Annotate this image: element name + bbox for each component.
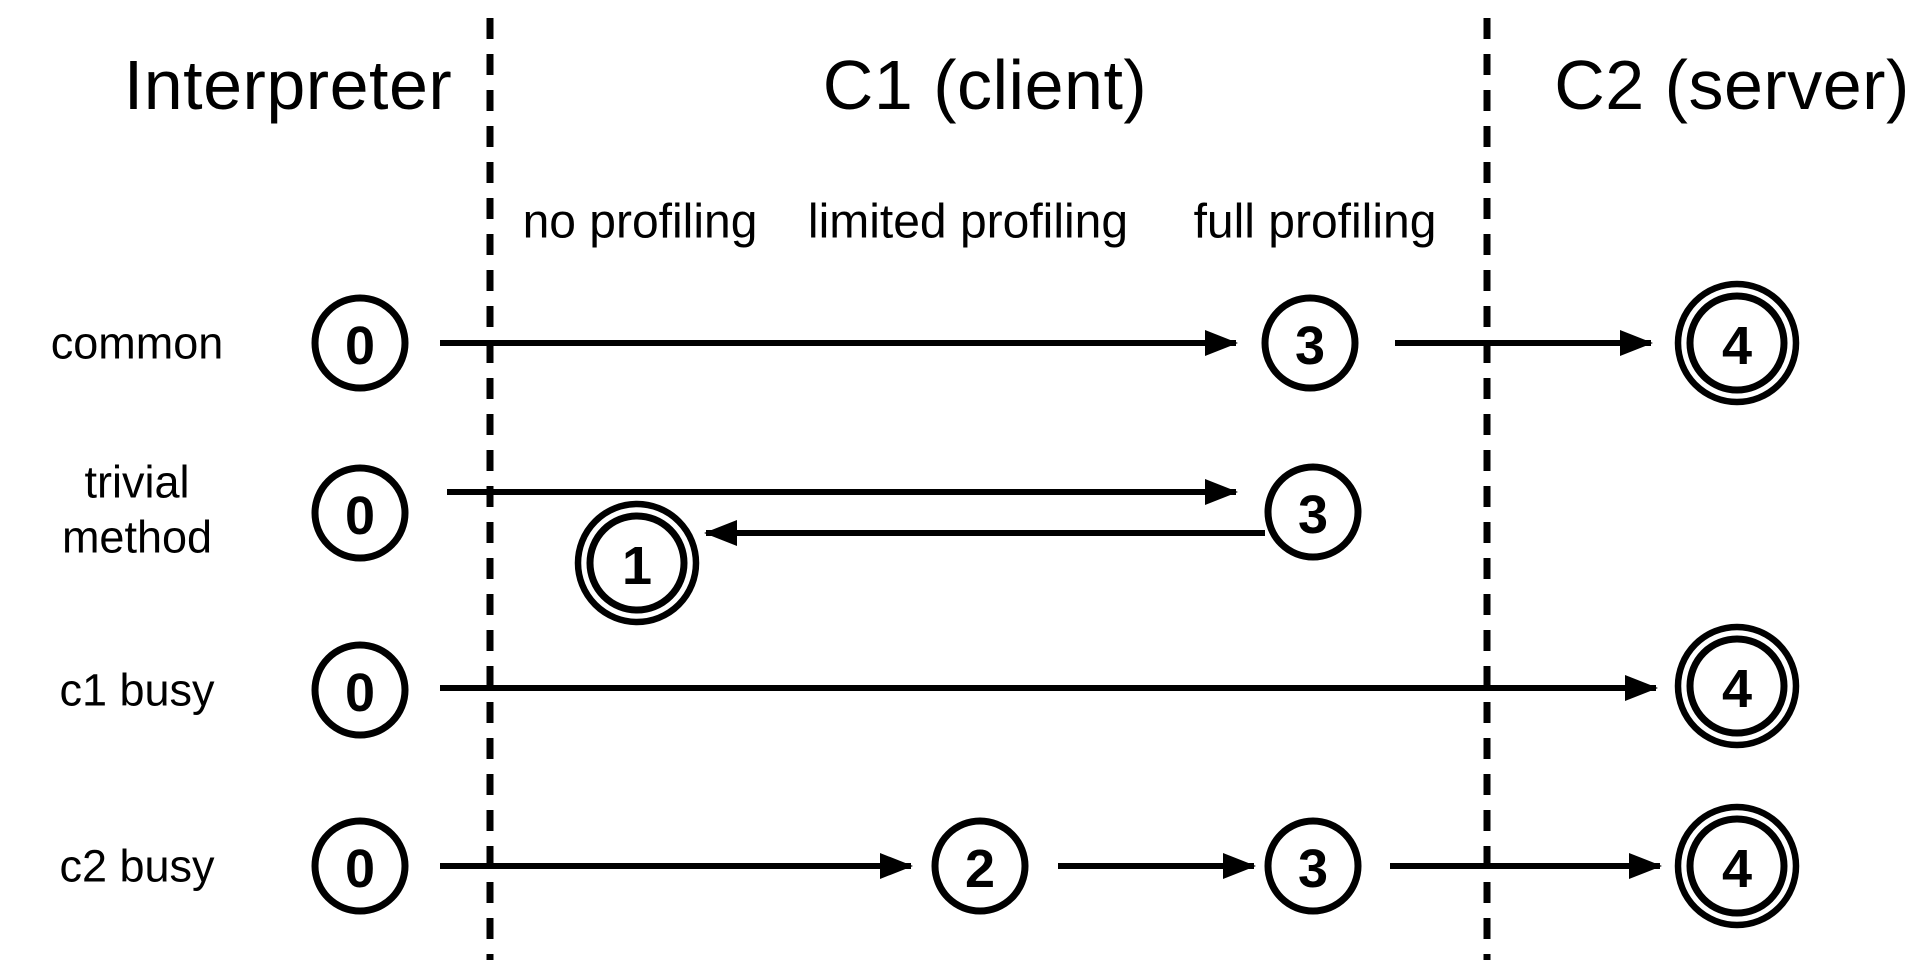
lane-title-c1: C1 (client) xyxy=(823,46,1147,124)
node-c2busy-4-label: 4 xyxy=(1722,839,1752,899)
node-common-3-circle xyxy=(1261,294,1359,392)
row-trivial-method: trivial method 0 3 1 xyxy=(62,457,1362,626)
node-trivial-0-label: 0 xyxy=(345,486,375,546)
node-trivial-1-final-ring xyxy=(574,500,700,626)
row-label-c2-busy: c2 busy xyxy=(59,841,215,892)
node-trivial-0-circle xyxy=(311,464,409,562)
node-c1busy-4-label: 4 xyxy=(1722,659,1752,719)
row-c2-busy: c2 busy 0 2 3 4 xyxy=(59,803,1800,929)
node-trivial-3-circle xyxy=(1264,463,1362,561)
node-common-0-circle xyxy=(311,294,409,392)
lane-title-c2: C2 (server) xyxy=(1554,46,1910,124)
phase-label-no-profiling: no profiling xyxy=(523,196,758,249)
node-common-3-label: 3 xyxy=(1295,316,1325,376)
node-common-4-circle xyxy=(1686,292,1788,394)
node-common-4-final-ring xyxy=(1674,280,1800,406)
row-common: common 0 3 4 xyxy=(51,280,1800,406)
row-label-trivial-line1: trivial xyxy=(84,457,189,508)
node-c2busy-0-circle xyxy=(311,817,409,915)
node-c2busy-3-label: 3 xyxy=(1298,839,1328,899)
node-c1busy-0-circle xyxy=(311,641,409,739)
node-c2busy-4-circle xyxy=(1686,815,1788,917)
lane-title-interpreter: Interpreter xyxy=(124,46,452,124)
row-label-common: common xyxy=(51,318,224,369)
row-c1-busy: c1 busy 0 4 xyxy=(59,623,1800,749)
node-trivial-1-circle xyxy=(586,512,688,614)
node-c2busy-0-label: 0 xyxy=(345,839,375,899)
node-common-0-label: 0 xyxy=(345,316,375,376)
node-c2busy-2-label: 2 xyxy=(965,839,995,899)
node-common-4-label: 4 xyxy=(1722,316,1752,376)
node-c2busy-3-circle xyxy=(1264,817,1362,915)
phase-label-limited-profiling: limited profiling xyxy=(808,196,1128,249)
node-c1busy-0-label: 0 xyxy=(345,663,375,723)
row-label-c1-busy: c1 busy xyxy=(59,665,215,716)
node-c1busy-4-circle xyxy=(1686,635,1788,737)
node-trivial-1-label: 1 xyxy=(622,536,652,596)
node-c2busy-4-final-ring xyxy=(1674,803,1800,929)
row-label-trivial-line2: method xyxy=(62,512,212,563)
node-c1busy-4-final-ring xyxy=(1674,623,1800,749)
node-trivial-3-label: 3 xyxy=(1298,485,1328,545)
node-c2busy-2-circle xyxy=(931,817,1029,915)
phase-label-full-profiling: full profiling xyxy=(1194,196,1437,249)
